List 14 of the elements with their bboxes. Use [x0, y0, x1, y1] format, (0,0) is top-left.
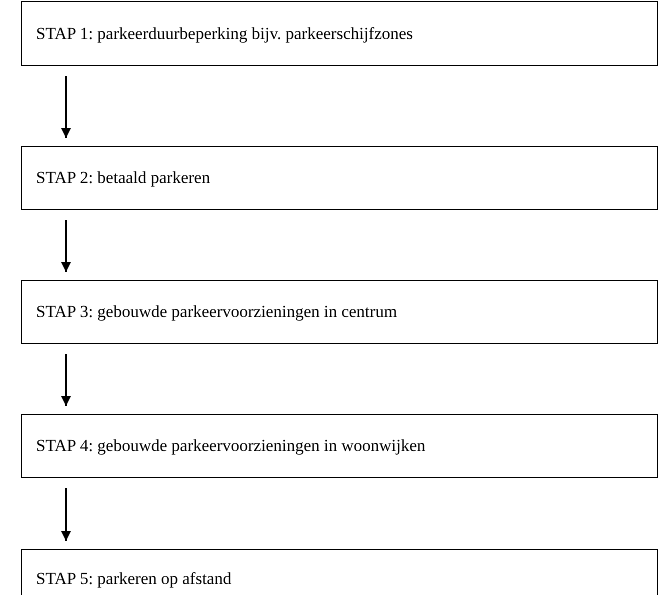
step-text: STAP 4: gebouwde parkeervoorzieningen in woonwijken: [36, 436, 426, 456]
arrow: [61, 354, 71, 406]
arrow: [61, 76, 71, 138]
step-text: STAP 2: betaald parkeren: [36, 168, 210, 188]
arrow: [61, 488, 71, 541]
process-box: [21, 146, 658, 210]
step-text: STAP 3: gebouwde parkeervoorzieningen in centrum: [36, 302, 398, 322]
process-box: [21, 1, 658, 66]
process-box: [21, 280, 658, 344]
arrow: [61, 220, 71, 272]
step-text: STAP 5: parkeren op afstand: [36, 569, 232, 589]
process-box: [21, 549, 658, 595]
process-box: [21, 414, 658, 478]
step-text: STAP 1: parkeerduurbeperking bijv. parkeerschijfzones: [36, 24, 413, 44]
